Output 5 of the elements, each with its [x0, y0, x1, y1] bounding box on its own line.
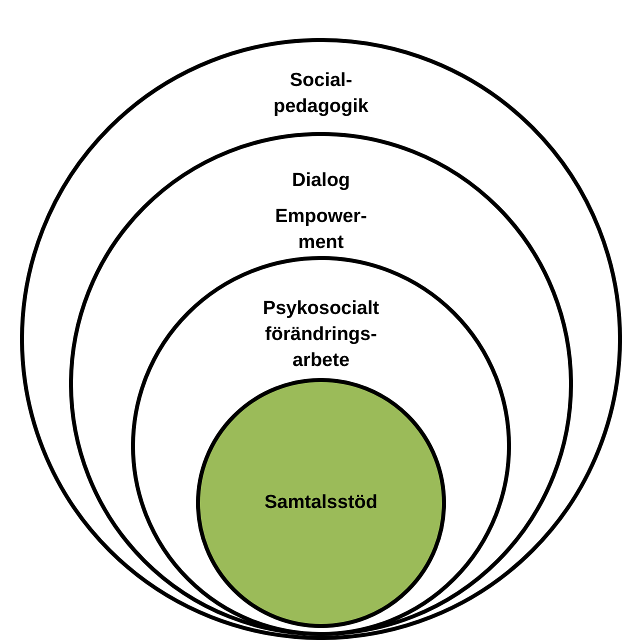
circle-label: Social- pedagogik — [272, 69, 370, 119]
circle-label: Psykosocialt förändrings- arbete — [262, 297, 380, 373]
circle-label: Samtalsstöd — [264, 491, 378, 515]
circle-label: Dialog — [292, 169, 350, 193]
circle-label: Empower- ment — [274, 205, 368, 255]
